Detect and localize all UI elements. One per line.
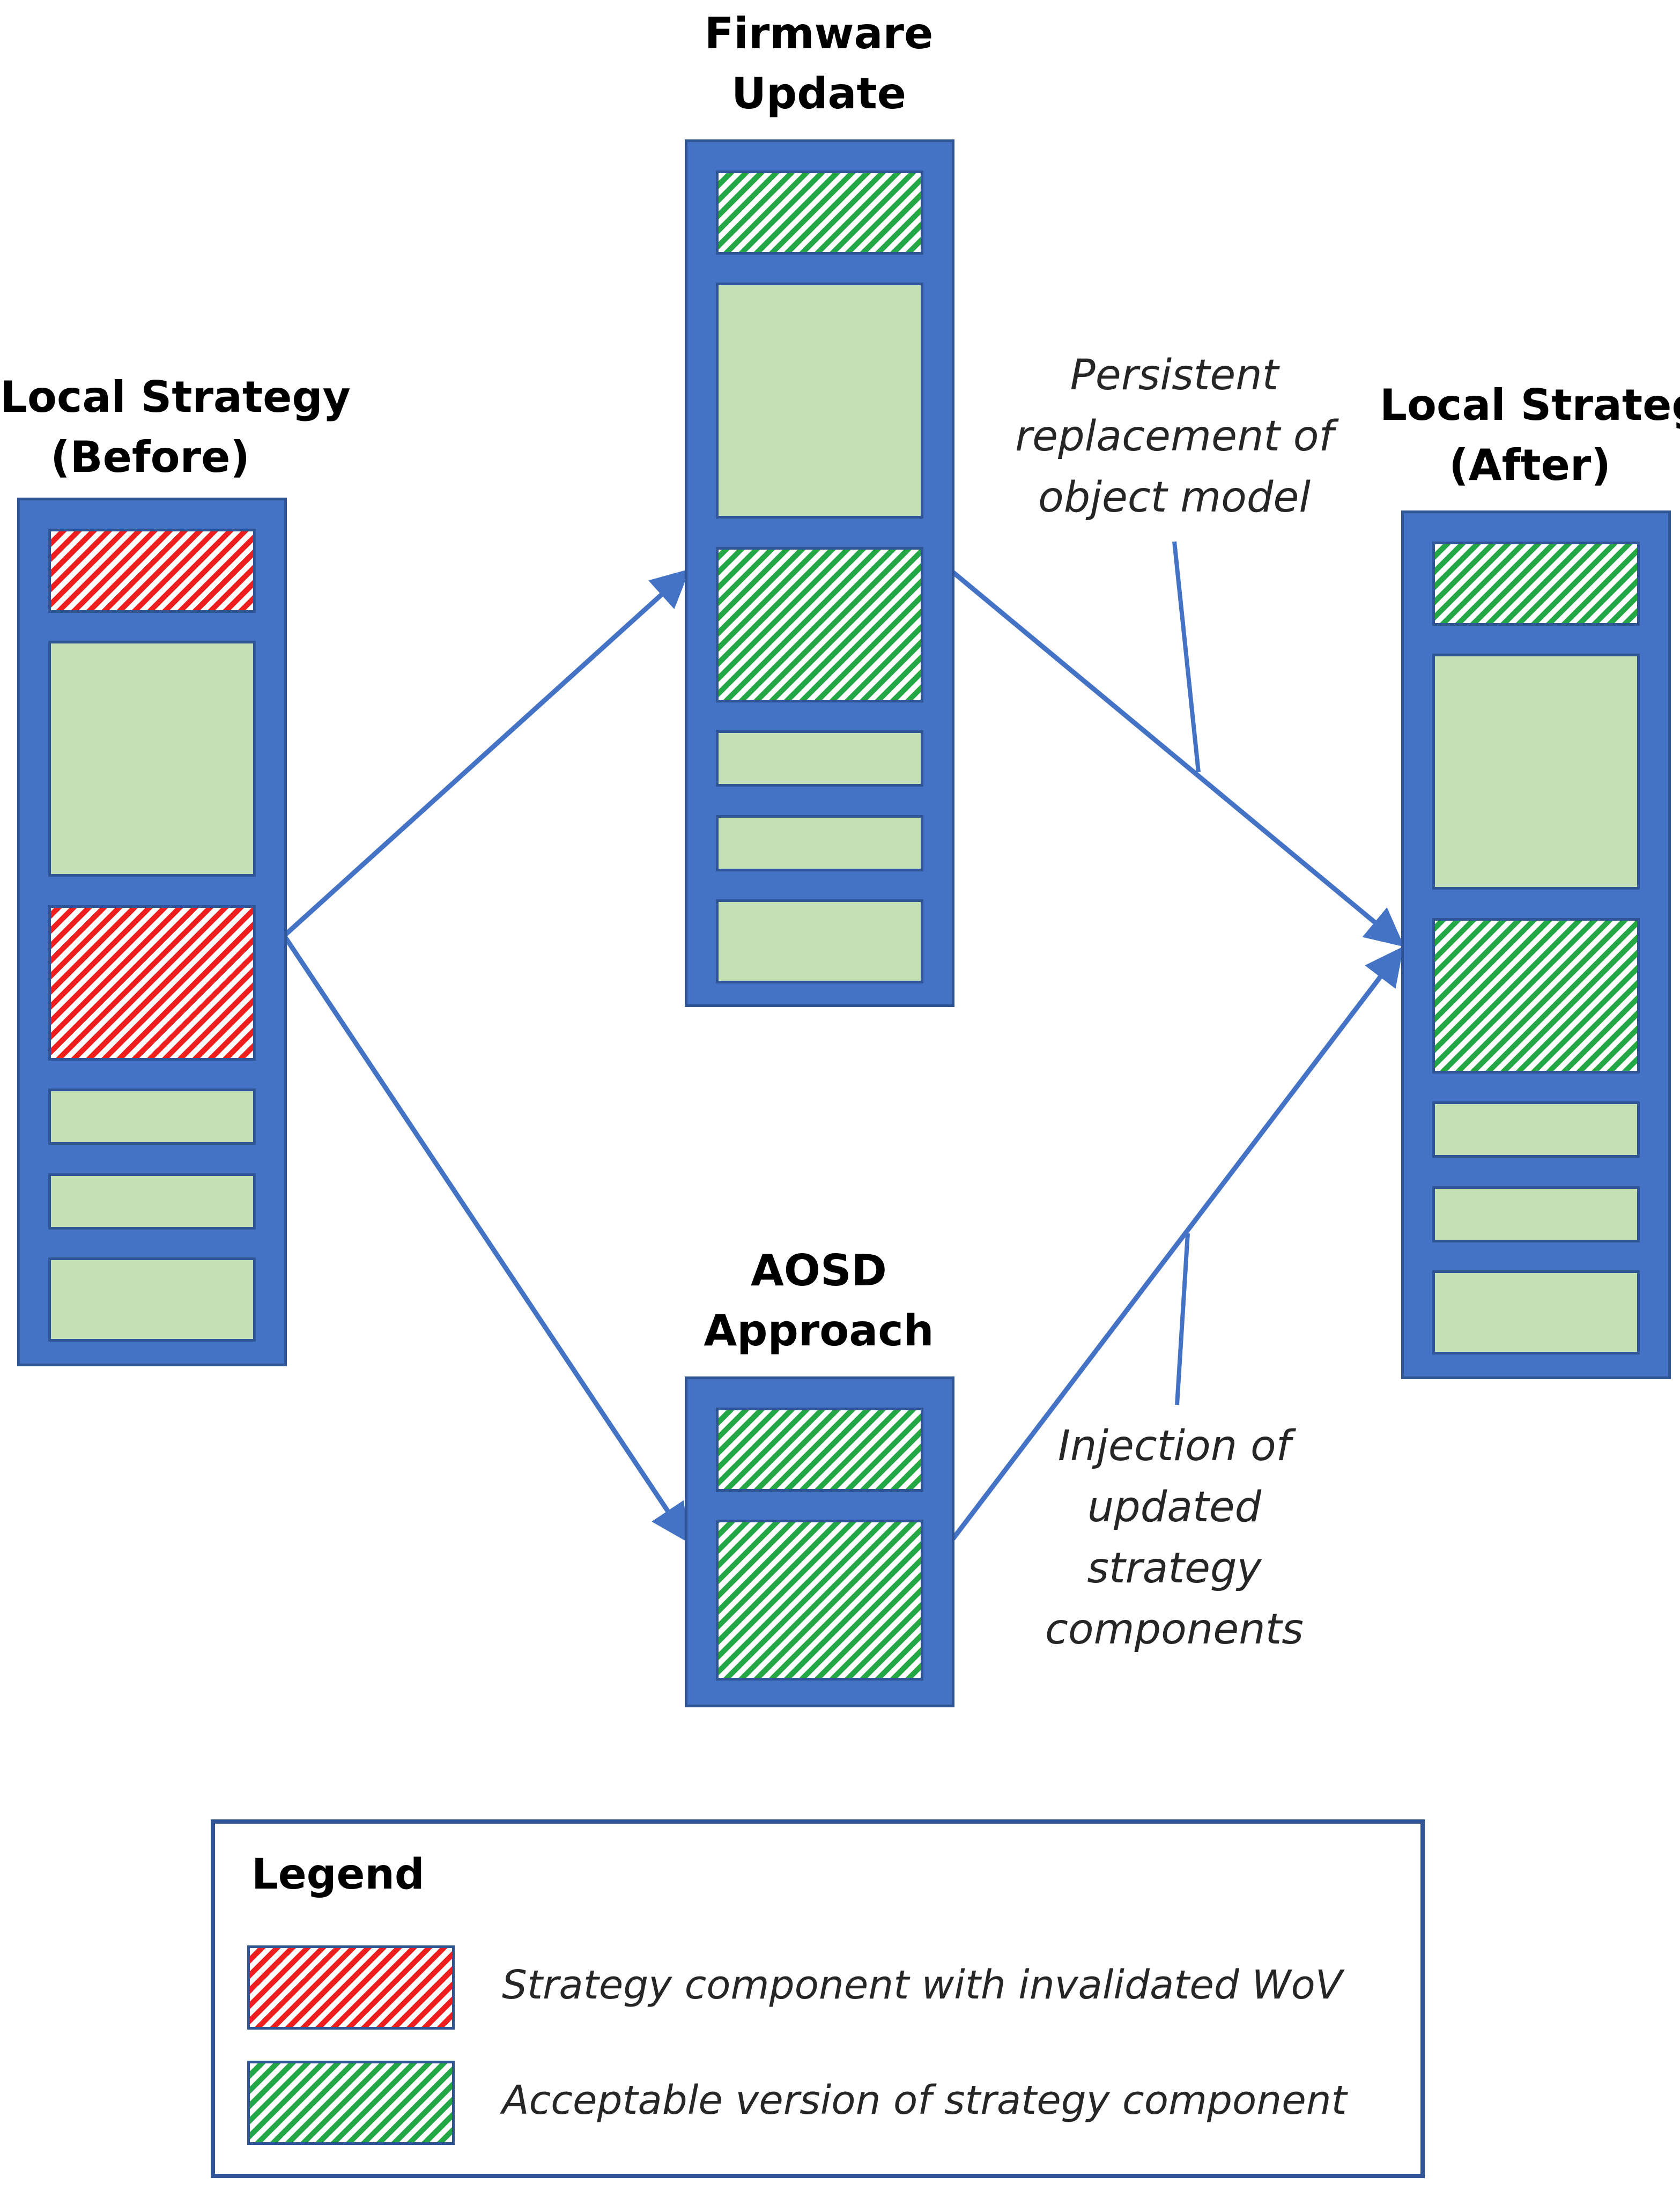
component-acceptable bbox=[1432, 654, 1640, 890]
component-acceptable bbox=[48, 1089, 256, 1145]
annotation-line: replacement of bbox=[1015, 412, 1334, 461]
title-line: Update bbox=[731, 69, 906, 119]
component-acceptable bbox=[1432, 918, 1640, 1074]
title-local-strategy-after: Local Strategy (After) bbox=[1380, 375, 1680, 495]
component-acceptable bbox=[1432, 542, 1640, 626]
legend-label-invalidated: Strategy component with invalidated WoV bbox=[502, 1962, 1343, 2008]
annotation-line: strategy bbox=[1087, 1544, 1262, 1593]
title-local-strategy-before: Local Strategy (Before) bbox=[0, 367, 351, 487]
legend-title: Legend bbox=[251, 1850, 425, 1899]
legend: Legend Strategy component with invalidat… bbox=[211, 1819, 1425, 2178]
title-line: (After) bbox=[1449, 440, 1611, 490]
component-acceptable bbox=[48, 1173, 256, 1230]
title-firmware-update: Firmware Update bbox=[668, 4, 969, 124]
title-line: (Before) bbox=[50, 432, 250, 482]
legend-label-acceptable: Acceptable version of strategy component bbox=[502, 2077, 1347, 2123]
title-line: Local Strategy bbox=[0, 372, 351, 422]
component-acceptable bbox=[716, 1520, 923, 1681]
legend-swatch-acceptable bbox=[247, 2061, 455, 2145]
component-acceptable bbox=[1432, 1101, 1640, 1158]
title-line: Approach bbox=[704, 1306, 934, 1356]
component-acceptable bbox=[716, 730, 923, 787]
injection-callout-line bbox=[1175, 1233, 1190, 1405]
annotation-line: Injection of bbox=[1057, 1422, 1291, 1470]
component-acceptable bbox=[716, 1408, 923, 1492]
component-invalidated bbox=[48, 529, 256, 613]
component-acceptable bbox=[716, 171, 923, 255]
legend-swatch-invalidated bbox=[247, 1945, 455, 2030]
annotation-persistent-replacement: Persistent replacement of object model bbox=[965, 345, 1383, 528]
annotation-line: Persistent bbox=[1070, 351, 1279, 399]
annotation-line: updated bbox=[1087, 1483, 1262, 1531]
title-aosd-approach: AOSD Approach bbox=[668, 1241, 969, 1361]
annotation-injection: Injection of updated strategy components bbox=[981, 1416, 1367, 1660]
component-acceptable bbox=[48, 1257, 256, 1342]
annotation-line: components bbox=[1045, 1605, 1304, 1654]
title-line: Firmware bbox=[704, 9, 934, 58]
arrow-aosd-to-after bbox=[951, 946, 1404, 1541]
title-line: Local Strategy bbox=[1380, 380, 1680, 430]
component-acceptable bbox=[1432, 1270, 1640, 1354]
arrow-before-to-firmware bbox=[282, 568, 690, 938]
arrow-firmware-to-after bbox=[951, 570, 1404, 947]
stack-aosd-approach bbox=[685, 1376, 954, 1707]
persistent-callout-line bbox=[1172, 541, 1201, 773]
title-line: AOSD bbox=[751, 1246, 887, 1296]
stack-local-strategy-before bbox=[17, 498, 287, 1366]
stack-firmware-update bbox=[685, 139, 954, 1007]
component-acceptable bbox=[716, 283, 923, 519]
component-acceptable bbox=[716, 899, 923, 983]
arrow-before-to-aosd bbox=[282, 934, 689, 1543]
component-acceptable bbox=[716, 547, 923, 702]
component-acceptable bbox=[1432, 1186, 1640, 1242]
component-acceptable bbox=[716, 815, 923, 871]
component-acceptable bbox=[48, 641, 256, 877]
stack-local-strategy-after bbox=[1401, 510, 1671, 1379]
annotation-line: object model bbox=[1038, 473, 1311, 522]
component-invalidated bbox=[48, 905, 256, 1061]
